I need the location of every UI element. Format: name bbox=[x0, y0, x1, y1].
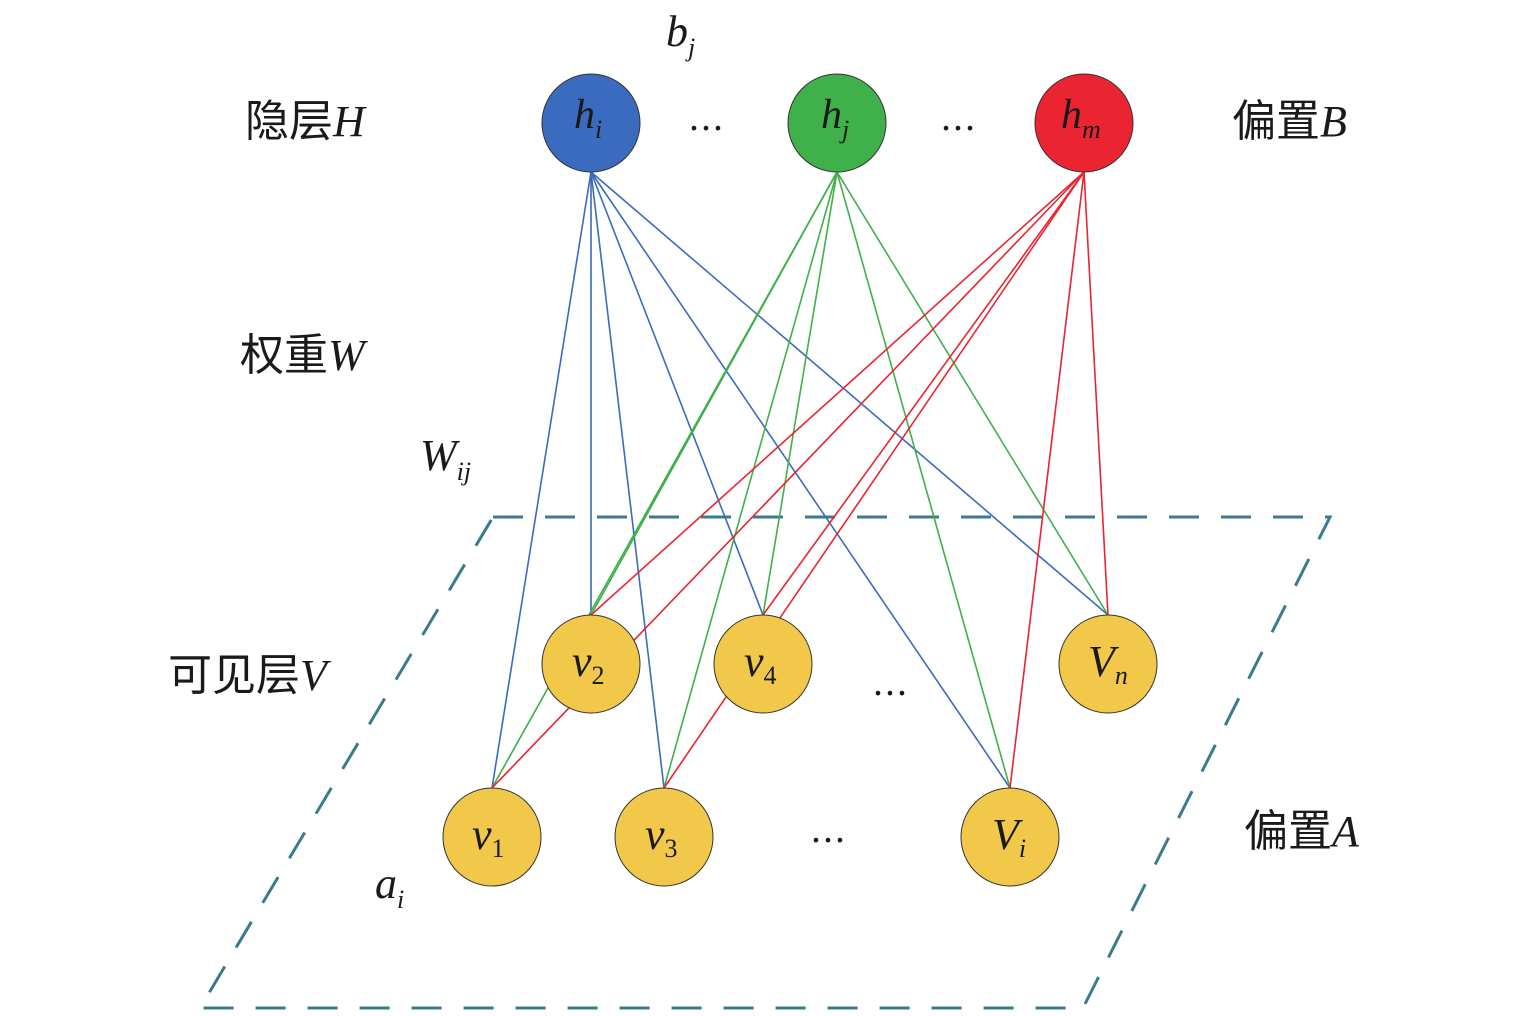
hidden-node-hm-label: hm bbox=[1061, 92, 1101, 144]
visible-node-Vn bbox=[1058, 614, 1158, 714]
visible-node-v2-label: v2 bbox=[572, 637, 605, 690]
edge-hm-v4 bbox=[762, 171, 1085, 616]
visible-node-Vi bbox=[960, 787, 1060, 887]
edge-hj-v2 bbox=[590, 171, 838, 616]
hidden-ellipsis-1: … bbox=[688, 98, 724, 139]
visible-node-v3 bbox=[614, 787, 714, 887]
hidden-ellipsis-2: … bbox=[940, 98, 976, 139]
visible-node-v1 bbox=[442, 787, 542, 887]
hidden-node-hj-label: hj bbox=[821, 92, 849, 144]
ai-label: ai bbox=[375, 859, 404, 914]
visible-ellipsis-top: … bbox=[872, 663, 908, 704]
hidden-node-hj bbox=[787, 73, 887, 173]
visible-node-v1-label: v1 bbox=[472, 810, 505, 863]
edge-hi-v3 bbox=[590, 171, 665, 789]
hidden-node-hi bbox=[541, 73, 641, 173]
bj-label: bj bbox=[666, 7, 695, 62]
edge-hj-v4 bbox=[762, 171, 838, 616]
wij-label: Wij bbox=[420, 431, 471, 486]
bias-a-label: 偏置A bbox=[1244, 806, 1360, 857]
visible-node-v4-label: v4 bbox=[744, 637, 777, 690]
hidden-layer: hi hj hm … … bbox=[541, 73, 1134, 173]
visible-node-v4 bbox=[713, 614, 813, 714]
edge-hj-Vi bbox=[836, 171, 1011, 789]
visible-layer: v2 v4 Vn v1 v3 Vi … … bbox=[442, 614, 1158, 887]
visible-ellipsis-bottom: … bbox=[810, 810, 846, 851]
edge-hi-v1 bbox=[491, 171, 592, 789]
edge-hm-Vn bbox=[1083, 171, 1109, 616]
edge-hm-Vi bbox=[1009, 171, 1085, 789]
visible-node-v3-label: v3 bbox=[645, 810, 678, 863]
visible-layer-plane bbox=[197, 515, 1333, 1010]
hidden-layer-label: 隐层H bbox=[245, 96, 367, 147]
visible-layer-label: 可见层V bbox=[168, 650, 332, 701]
hidden-node-hm bbox=[1034, 73, 1134, 173]
weight-label: 权重W bbox=[240, 330, 368, 381]
visible-node-v2 bbox=[541, 614, 641, 714]
hidden-node-hi-label: hi bbox=[574, 92, 602, 144]
edge-hi-v4 bbox=[590, 171, 764, 616]
edge-hm-v2 bbox=[590, 171, 1085, 616]
edge-hj-v3 bbox=[663, 171, 838, 789]
bias-b-label: 偏置B bbox=[1232, 96, 1347, 147]
visible-node-Vn-label: Vn bbox=[1088, 637, 1128, 690]
visible-node-Vi-label: Vi bbox=[992, 810, 1026, 863]
edge-hi-Vi bbox=[590, 171, 1011, 789]
edge-hj-Vn bbox=[836, 171, 1109, 616]
edge-hi-Vn bbox=[590, 171, 1109, 616]
